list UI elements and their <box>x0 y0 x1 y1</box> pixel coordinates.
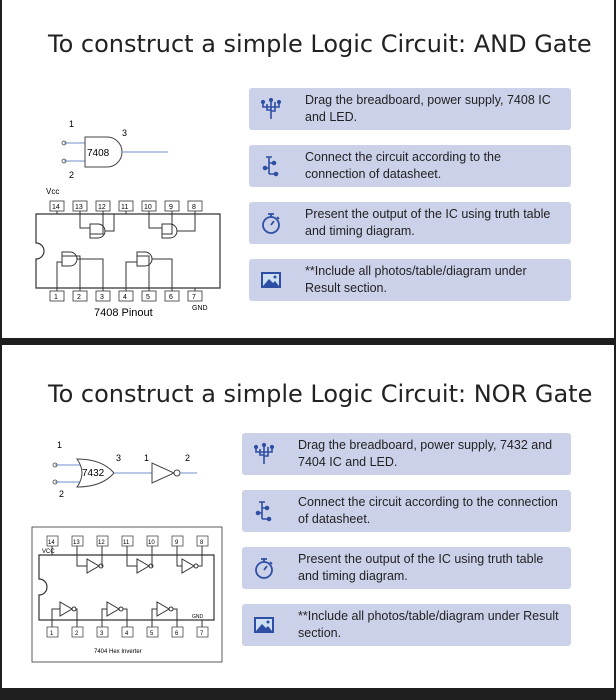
pin-3: 3 <box>100 631 104 637</box>
pin-11: 11 <box>123 540 130 546</box>
pin-6: 6 <box>169 294 173 301</box>
image-icon <box>261 272 281 288</box>
pinout-caption: 7408 Pinout <box>94 307 153 319</box>
pin-7: 7 <box>192 294 196 301</box>
vcc-label: VCC <box>42 549 55 555</box>
pin-14: 14 <box>48 540 55 546</box>
image-icon <box>254 617 274 633</box>
input-b-label: 2 <box>69 170 74 180</box>
pin-6: 6 <box>175 631 179 637</box>
pin-1: 1 <box>54 294 58 301</box>
step-3-text: Present the output of the IC using truth… <box>305 207 551 238</box>
pin-10: 10 <box>144 204 152 211</box>
usb-icon <box>260 97 282 119</box>
slide-and-gate: To construct a simple Logic Circuit: AND… <box>2 0 614 338</box>
step-2-text: Connect the circuit according to the con… <box>298 495 558 526</box>
pin-9: 9 <box>175 540 179 546</box>
step-2: Connect the circuit according to the con… <box>242 490 571 532</box>
pin-5: 5 <box>146 294 150 301</box>
step-4-text: **Include all photos/table/diagram under… <box>305 264 527 295</box>
pin-14: 14 <box>52 204 60 211</box>
gnd-label: GND <box>192 614 204 620</box>
step-1-text: Drag the breadboard, power supply, 7408 … <box>305 93 551 124</box>
output-label: 3 <box>116 453 121 463</box>
circuit-icon <box>255 501 272 522</box>
pin-12: 12 <box>98 540 105 546</box>
nor-gate-diagram: 7432 1 2 3 1 2 VCC 14 13 12 11 10 9 8 1 … <box>31 440 223 663</box>
pin-11: 11 <box>121 204 128 211</box>
step-4: **Include all photos/table/diagram under… <box>242 604 571 646</box>
slide-title: To construct a simple Logic Circuit: AND… <box>48 30 592 58</box>
step-3: Present the output of the IC using truth… <box>249 202 571 244</box>
step-4-text: **Include all photos/table/diagram under… <box>298 609 559 640</box>
pin-2: 2 <box>75 631 79 637</box>
step-3: Present the output of the IC using truth… <box>242 547 571 589</box>
slide-title: To construct a simple Logic Circuit: NOR… <box>48 380 593 408</box>
step-2-text: Connect the circuit according to the con… <box>305 150 501 181</box>
step-1-text: Drag the breadboard, power supply, 7432 … <box>298 438 553 469</box>
pin-10: 10 <box>148 540 155 546</box>
stopwatch-icon <box>262 213 280 234</box>
chip-label: 7432 <box>82 468 105 479</box>
and-gate-symbol: 7408 1 2 3 <box>61 119 168 180</box>
usb-icon <box>253 442 275 464</box>
pin-1: 1 <box>50 631 54 637</box>
pin-4: 4 <box>123 294 127 301</box>
pinout-caption: 7404 Hex Inverter <box>94 649 142 655</box>
ic-7408-pinout: Vcc 14 13 12 11 10 9 8 1 2 3 4 5 6 7 GND <box>35 187 221 319</box>
pin-7: 7 <box>200 631 204 637</box>
pin-13: 13 <box>75 204 83 211</box>
circuit-icon <box>262 156 279 177</box>
inverter-input-label: 1 <box>144 453 149 463</box>
chip-label: 7408 <box>87 148 110 159</box>
step-4: **Include all photos/table/diagram under… <box>249 259 571 301</box>
pin-13: 13 <box>73 540 80 546</box>
pin-4: 4 <box>125 631 129 637</box>
step-1: Drag the breadboard, power supply, 7408 … <box>249 88 571 130</box>
pin-8: 8 <box>200 540 204 546</box>
pin-3: 3 <box>100 294 104 301</box>
input-a-label: 1 <box>69 119 74 129</box>
and-gate-diagram: 7408 1 2 3 Vcc 14 13 12 11 10 9 8 1 2 3 … <box>35 119 221 319</box>
pin-5: 5 <box>150 631 154 637</box>
pin-9: 9 <box>169 204 173 211</box>
input-b-label: 2 <box>59 489 64 499</box>
gnd-label: GND <box>192 305 208 312</box>
pin-2: 2 <box>77 294 81 301</box>
or-not-gate-symbol: 7432 1 2 3 1 2 <box>52 440 197 499</box>
inverter-output-label: 2 <box>185 453 190 463</box>
ic-7404-pinout: VCC 14 13 12 11 10 9 8 1 2 3 4 5 6 7 <box>31 526 223 663</box>
stopwatch-icon <box>255 558 273 579</box>
step-3-text: Present the output of the IC using truth… <box>298 552 544 583</box>
output-label: 3 <box>122 128 127 138</box>
pin-8: 8 <box>192 204 196 211</box>
pin-12: 12 <box>98 204 106 211</box>
slide-nor-gate: To construct a simple Logic Circuit: NOR… <box>2 345 614 688</box>
step-1: Drag the breadboard, power supply, 7432 … <box>242 433 571 475</box>
step-2: Connect the circuit according to the con… <box>249 145 571 187</box>
input-a-label: 1 <box>57 440 62 450</box>
vcc-label: Vcc <box>46 187 59 196</box>
